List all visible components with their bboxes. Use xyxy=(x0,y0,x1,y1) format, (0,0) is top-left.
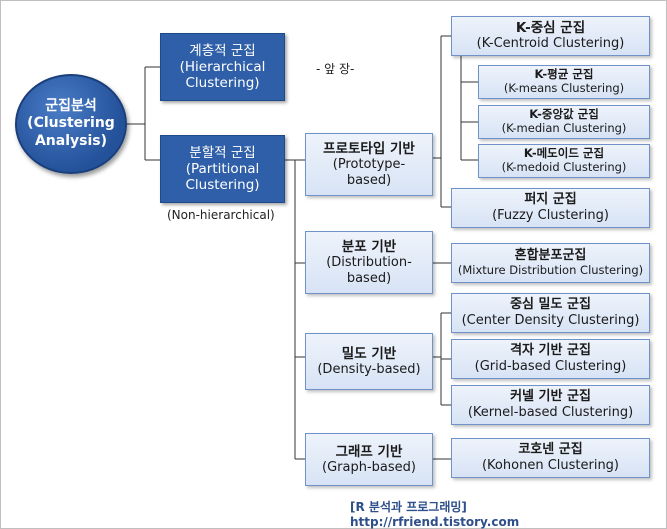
node-grid-based: 격자 기반 군집 (Grid-based Clustering) xyxy=(451,339,650,379)
node-k-median: K-중앙값 군집 (K-median Clustering) xyxy=(478,105,650,139)
footer-credit: [R 분석과 프로그래밍] http://rfriend.tistory.com xyxy=(350,498,667,529)
connector-kcentroid-branch xyxy=(460,56,478,161)
hierarchical-sub1: (Hierarchical xyxy=(179,58,266,75)
grid-sub: (Grid-based Clustering) xyxy=(474,359,627,374)
kcentroid-title: K-중심 군집 xyxy=(515,20,586,37)
kcentroid-sub: (K-Centroid Clustering) xyxy=(476,36,625,52)
grid-title: 격자 기반 군집 xyxy=(510,343,591,359)
node-distribution-based: 분포 기반 (Distribution- based) xyxy=(305,231,433,294)
node-partitional: 분할적 군집 (Partitional Clustering) xyxy=(160,135,285,203)
non-hierarchical-note: (Non-hierarchical) xyxy=(167,208,275,222)
node-kernel-based: 커넬 기반 군집 (Kernel-based Clustering) xyxy=(451,385,650,425)
fuzzy-sub: (Fuzzy Clustering) xyxy=(492,208,609,223)
kohonen-sub: (Kohonen Clustering) xyxy=(481,458,620,473)
root-sub2: Analysis) xyxy=(34,132,108,149)
connector-partitional-branch xyxy=(285,159,305,460)
center-density-sub: (Center Density Clustering) xyxy=(461,313,640,328)
connector-root-branch xyxy=(127,66,160,161)
prototype-sub1: (Prototype- xyxy=(332,157,406,172)
hierarchical-sub2: Clustering) xyxy=(185,75,260,92)
distribution-sub2: based) xyxy=(346,270,392,286)
kernel-sub: (Kernel-based Clustering) xyxy=(467,405,634,420)
density-sub1: (Density-based) xyxy=(317,361,421,377)
root-clustering-analysis: 군집분석 (Clustering Analysis) xyxy=(15,74,127,174)
mixture-sub: (Mixture Distribution Clustering) xyxy=(457,262,644,277)
kohonen-title: 코호넨 군집 xyxy=(518,442,583,458)
partitional-title: 분할적 군집 xyxy=(189,144,256,161)
kmedoid-title: K-메도이드 군집 xyxy=(523,146,605,161)
center-density-title: 중심 밀도 군집 xyxy=(510,297,591,313)
kmedian-sub: (K-median Clustering) xyxy=(501,121,627,135)
distribution-sub1: (Distribution- xyxy=(326,255,412,270)
root-sub1: (Clustering xyxy=(27,115,115,132)
node-hierarchical: 계층적 군집 (Hierarchical Clustering) xyxy=(160,33,285,101)
node-fuzzy: 퍼지 군집 (Fuzzy Clustering) xyxy=(451,188,650,228)
hierarchical-title: 계층적 군집 xyxy=(189,42,256,59)
footer-url[interactable]: http://rfriend.tistory.com xyxy=(350,515,520,529)
partitional-sub1: (Partitional xyxy=(185,160,260,177)
kernel-title: 커넬 기반 군집 xyxy=(510,389,591,405)
kmeans-title: K-평균 군집 xyxy=(534,67,594,82)
partitional-sub2: Clustering) xyxy=(185,177,260,194)
graph-sub1: (Graph-based) xyxy=(322,459,416,475)
node-kohonen: 코호넨 군집 (Kohonen Clustering) xyxy=(451,438,650,478)
ahead-chapter-note: - 앞 장- xyxy=(316,62,355,76)
footer-source: [R 분석과 프로그래밍] xyxy=(350,500,467,514)
fuzzy-title: 퍼지 군집 xyxy=(524,192,577,208)
node-graph-based: 그래프 기반 (Graph-based) xyxy=(305,433,433,486)
kmeans-sub: (K-means Clustering) xyxy=(503,81,625,95)
kmedian-title: K-중앙값 군집 xyxy=(529,107,599,122)
node-center-density: 중심 밀도 군집 (Center Density Clustering) xyxy=(451,293,650,333)
connector-density-branch xyxy=(433,312,451,406)
mixture-title: 혼합분포군집 xyxy=(514,248,587,264)
graph-title: 그래프 기반 xyxy=(335,443,403,460)
node-k-means: K-평균 군집 (K-means Clustering) xyxy=(478,65,650,99)
node-density-based: 밀도 기반 (Density-based) xyxy=(305,333,433,390)
prototype-title: 프로토타입 기반 xyxy=(323,140,415,157)
node-k-medoid: K-메도이드 군집 (K-medoid Clustering) xyxy=(478,144,650,178)
connector-prototype-branch xyxy=(433,35,451,208)
density-title: 밀도 기반 xyxy=(341,345,397,362)
root-title: 군집분석 xyxy=(45,97,97,114)
distribution-title: 분포 기반 xyxy=(341,238,397,255)
prototype-sub2: based) xyxy=(346,172,392,188)
node-k-centroid: K-중심 군집 (K-Centroid Clustering) xyxy=(451,16,650,56)
node-prototype-based: 프로토타입 기반 (Prototype- based) xyxy=(305,133,433,196)
node-mixture-distribution: 혼합분포군집 (Mixture Distribution Clustering) xyxy=(451,243,650,283)
kmedoid-sub: (K-medoid Clustering) xyxy=(501,160,627,174)
